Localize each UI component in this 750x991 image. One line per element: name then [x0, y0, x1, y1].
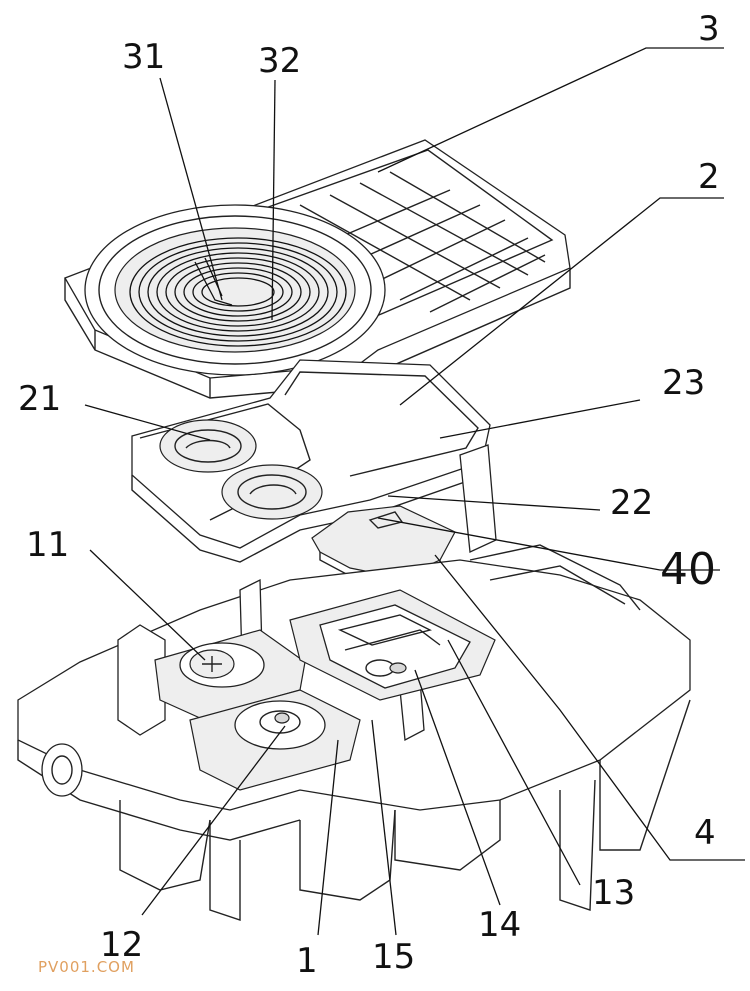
- label-14: 14: [478, 905, 522, 945]
- label-23: 23: [662, 363, 706, 403]
- label-2: 2: [698, 157, 720, 197]
- label-22: 22: [610, 483, 654, 523]
- label-13: 13: [592, 873, 636, 913]
- label-1: 1: [296, 941, 318, 981]
- watermark: PV001.COM: [38, 958, 135, 976]
- membrane-part-2: [131, 359, 491, 563]
- label-11: 11: [26, 525, 70, 565]
- spiral-coil: [129, 237, 347, 347]
- label-15: 15: [372, 937, 416, 977]
- label-40: 40: [660, 544, 716, 595]
- rib-grid: [299, 171, 546, 313]
- leader-lines: [84, 47, 745, 936]
- label-21: 21: [18, 379, 62, 419]
- label-3: 3: [698, 9, 720, 49]
- label-4: 4: [694, 813, 716, 853]
- label-31: 31: [122, 37, 166, 77]
- label-12: 12: [100, 925, 144, 965]
- chamber-13-14: [289, 589, 496, 701]
- label-32: 32: [258, 41, 302, 81]
